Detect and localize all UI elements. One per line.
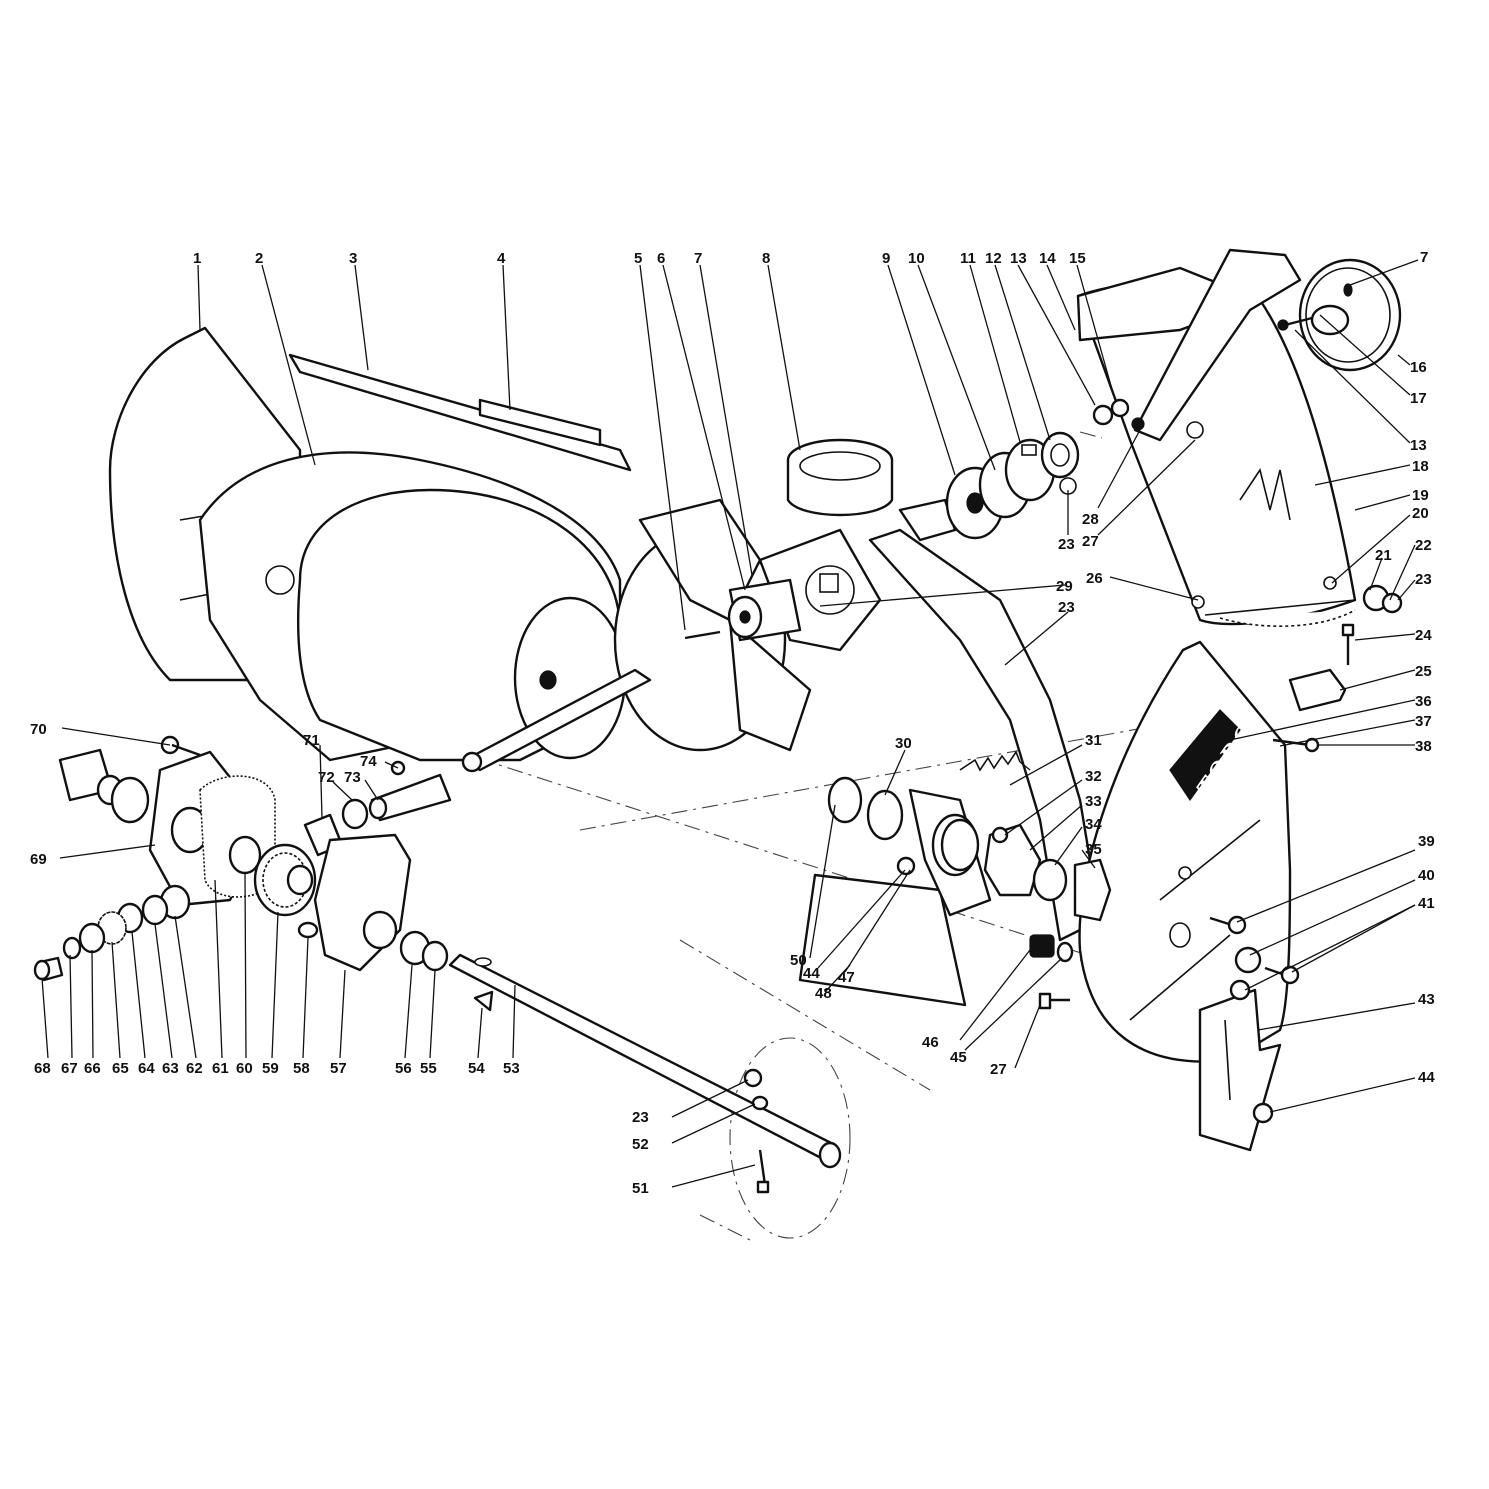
- callout-25: 25: [1415, 663, 1432, 680]
- bracket-plate: [898, 498, 957, 542]
- callout-53: 53: [503, 1060, 520, 1077]
- callout-23-lower: 23: [632, 1109, 649, 1126]
- discharge-chute: [1076, 248, 1403, 627]
- callout-30: 30: [895, 735, 912, 752]
- callout-44-right: 44: [1418, 1069, 1435, 1086]
- callout-21: 21: [1375, 547, 1392, 564]
- lower-bearing-stack: [827, 750, 1112, 1010]
- callout-69: 69: [30, 851, 47, 868]
- callout-51: 51: [632, 1180, 649, 1197]
- axle-shaft: [448, 953, 837, 1162]
- callout-8: 8: [762, 250, 770, 267]
- callout-38: 38: [1415, 738, 1432, 755]
- callout-20: 20: [1412, 505, 1429, 522]
- callout-72: 72: [318, 769, 335, 786]
- callout-67: 67: [61, 1060, 78, 1077]
- callout-36: 36: [1415, 693, 1432, 710]
- pulley: [1277, 258, 1402, 372]
- callout-26: 26: [1086, 570, 1103, 587]
- callout-44: 44: [803, 965, 820, 982]
- callout-34: 34: [1085, 816, 1102, 833]
- callout-5: 5: [634, 250, 642, 267]
- callout-60: 60: [236, 1060, 253, 1077]
- impeller-blade-2: [728, 618, 812, 752]
- callout-52: 52: [632, 1136, 649, 1153]
- callout-17: 17: [1410, 390, 1427, 407]
- skid-shoe: [1198, 988, 1282, 1152]
- gearbox-assembly: [33, 735, 452, 982]
- callout-55: 55: [420, 1060, 437, 1077]
- callout-54: 54: [468, 1060, 485, 1077]
- callout-13-right: 13: [1410, 437, 1427, 454]
- callout-27-lower: 27: [990, 1061, 1007, 1078]
- callout-61: 61: [212, 1060, 229, 1077]
- axle-assembly: [448, 953, 842, 1194]
- scraper-bar: [798, 873, 967, 1007]
- callout-15: 15: [1069, 250, 1086, 267]
- callout-70: 70: [30, 721, 47, 738]
- callout-10: 10: [908, 250, 925, 267]
- callout-6: 6: [657, 250, 665, 267]
- callout-27: 27: [1082, 533, 1099, 550]
- upper-bearing-stack: [978, 431, 1080, 519]
- hardware-right: [1209, 737, 1320, 1001]
- callout-7-right: 7: [1420, 249, 1428, 266]
- callout-57: 57: [330, 1060, 347, 1077]
- callout-65: 65: [112, 1060, 129, 1077]
- callout-23-upper: 23: [1058, 536, 1075, 553]
- callout-3: 3: [349, 250, 357, 267]
- callout-1: 1: [193, 250, 201, 267]
- callout-63: 63: [162, 1060, 179, 1077]
- callout-18: 18: [1412, 458, 1429, 475]
- callout-28: 28: [1082, 511, 1099, 528]
- callout-9: 9: [882, 250, 890, 267]
- callout-48: 48: [815, 985, 832, 1002]
- callout-2: 2: [255, 250, 263, 267]
- callout-62: 62: [186, 1060, 203, 1077]
- callout-11: 11: [960, 250, 976, 267]
- callout-29: 29: [1056, 578, 1073, 595]
- callout-39: 39: [1418, 833, 1435, 850]
- callout-13: 13: [1010, 250, 1027, 267]
- top-plate-4: [478, 398, 602, 447]
- callout-19: 19: [1412, 487, 1429, 504]
- callout-7: 7: [694, 250, 702, 267]
- callout-23-middle: 23: [1058, 599, 1075, 616]
- callout-40: 40: [1418, 867, 1435, 884]
- callout-59: 59: [262, 1060, 279, 1077]
- callout-66: 66: [84, 1060, 101, 1077]
- callout-33: 33: [1085, 793, 1102, 810]
- callout-35: 35: [1085, 841, 1102, 858]
- callout-41: 41: [1418, 895, 1435, 912]
- callout-46: 46: [922, 1034, 939, 1051]
- chute-clamp: [1288, 623, 1355, 712]
- callout-47: 47: [838, 969, 855, 986]
- callout-32: 32: [1085, 768, 1102, 785]
- callout-16: 16: [1410, 359, 1427, 376]
- callout-37: 37: [1415, 713, 1432, 730]
- callout-64: 64: [138, 1060, 155, 1077]
- callout-56: 56: [395, 1060, 412, 1077]
- callout-73: 73: [344, 769, 361, 786]
- callout-71: 71: [303, 732, 320, 749]
- callout-4: 4: [497, 250, 506, 267]
- callout-12: 12: [985, 250, 1002, 267]
- chute-handle: [1133, 248, 1302, 442]
- callout-74: 74: [360, 753, 377, 770]
- callout-45: 45: [950, 1049, 967, 1066]
- callout-43: 43: [1418, 991, 1435, 1008]
- impeller-housing: [108, 326, 1102, 1007]
- callout-58: 58: [293, 1060, 310, 1077]
- gearcase-right: [313, 833, 412, 972]
- callout-50: 50: [790, 952, 807, 969]
- callout-31: 31: [1085, 732, 1102, 749]
- callouts: 1 2 3 4 5 6 7 8 9 10 11 12 13 14 15 7 16…: [30, 249, 1435, 1197]
- callout-22: 22: [1415, 537, 1432, 554]
- callout-24: 24: [1415, 627, 1432, 644]
- callout-14: 14: [1039, 250, 1056, 267]
- callout-68: 68: [34, 1060, 51, 1077]
- callout-23-right: 23: [1415, 571, 1432, 588]
- right-side-plate: TORO: [1078, 640, 1292, 1063]
